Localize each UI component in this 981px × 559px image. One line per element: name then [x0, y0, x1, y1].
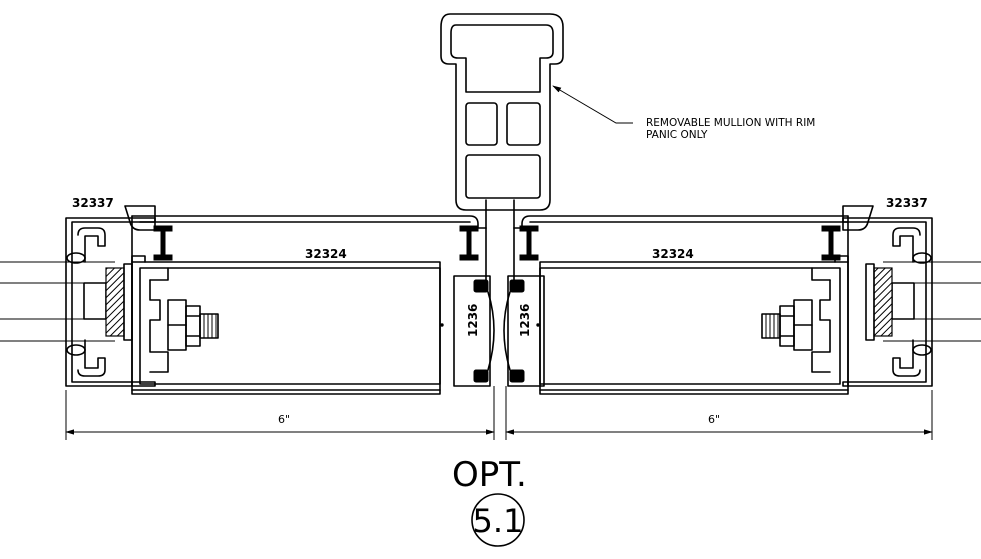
callout-line-1: REMOVABLE MULLION WITH RIM [646, 117, 815, 129]
left-dimension: 6" [278, 413, 290, 426]
callout-line-2: PANIC ONLY [646, 129, 708, 141]
right-jamb-label: 32337 [886, 196, 928, 210]
center-inserts [453, 227, 545, 440]
callout-leader [552, 85, 633, 124]
right-stile [513, 215, 849, 395]
left-jamb-label: 32337 [72, 196, 114, 210]
dimension-lines [65, 390, 933, 440]
detail-number: 5.1 [473, 502, 524, 540]
option-label: OPT. [452, 455, 527, 495]
right-jamb [842, 205, 933, 387]
left-stile [131, 215, 487, 395]
left-jamb [65, 205, 156, 387]
right-insert-label: 1236 [518, 304, 532, 337]
right-stile-label: 32324 [652, 247, 694, 261]
removable-mullion [440, 13, 564, 229]
detail-circle [471, 493, 525, 547]
right-dimension: 6" [708, 413, 720, 426]
right-glass [865, 261, 981, 342]
left-insert-label: 1236 [466, 304, 480, 337]
left-stile-label: 32324 [305, 247, 347, 261]
